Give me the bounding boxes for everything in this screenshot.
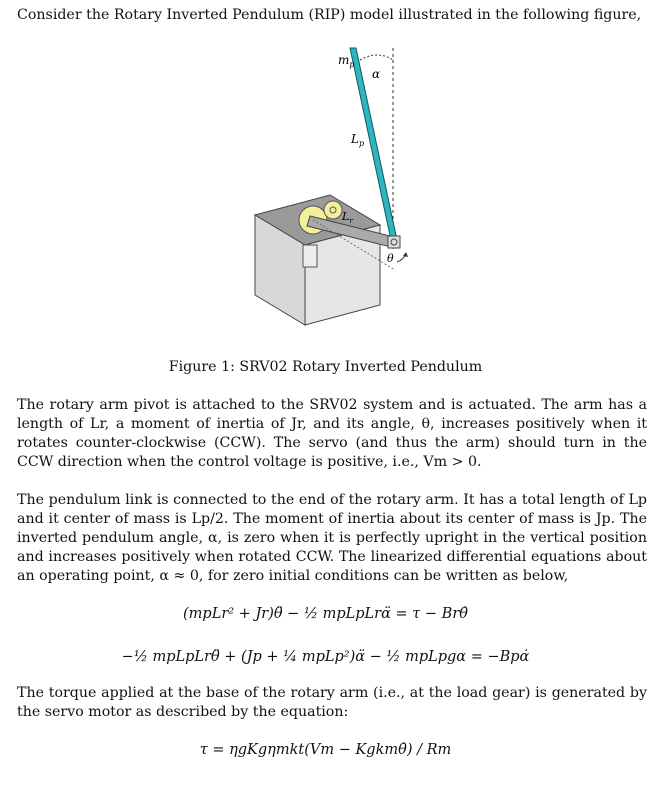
lr-label: Lr xyxy=(341,210,353,225)
equation-3: τ = ηgKgηmkt(Vm − Kgkmθ̇) / Rm xyxy=(199,742,452,758)
equation-1: (mpLr² + Jr)θ̈ − ½ mpLpLrα̈ = τ − Brθ̇ xyxy=(183,606,468,622)
alpha-arc xyxy=(359,54,394,61)
equation-2: −½ mpLpLrθ̈ + (Jp + ¼ mpLp²)α̈ − ½ mpLpg… xyxy=(121,649,530,665)
paragraph-pendulum: The pendulum link is connected to the en… xyxy=(17,492,647,584)
rip-figure: mp α Lp Lr θ xyxy=(250,40,420,340)
lp-label: Lp xyxy=(350,132,364,148)
rip-diagram: mp α Lp Lr θ xyxy=(253,47,408,326)
mp-label: mp xyxy=(338,53,355,69)
alpha-label: α xyxy=(372,67,380,81)
figure-caption: Figure 1: SRV02 Rotary Inverted Pendulum xyxy=(168,359,483,375)
servo-shaft xyxy=(302,244,318,268)
intro-text: Consider the Rotary Inverted Pendulum (R… xyxy=(17,7,642,23)
theta-label: θ xyxy=(387,252,394,265)
paragraph-torque: The torque applied at the base of the ro… xyxy=(17,685,647,720)
motor-gear xyxy=(323,200,343,220)
paragraph-rotary-arm: The rotary arm pivot is attached to the … xyxy=(17,397,647,470)
pivot-block xyxy=(387,235,401,249)
